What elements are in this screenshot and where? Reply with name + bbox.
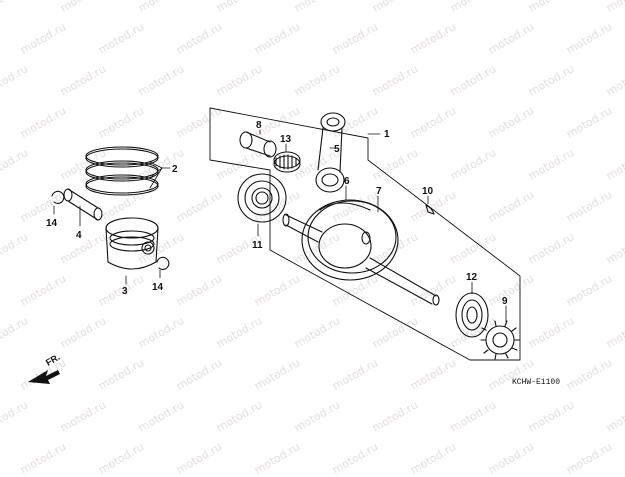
piston — [105, 217, 159, 270]
wrist-pin — [239, 131, 277, 158]
callout-6: 6 — [344, 176, 350, 187]
callout-12: 12 — [466, 272, 478, 283]
crankshaft — [282, 199, 440, 306]
connecting-rod — [315, 112, 346, 193]
front-arrow-icon — [28, 370, 60, 384]
main-bearing-left — [237, 173, 287, 223]
callout-7: 7 — [376, 186, 382, 197]
piston-clip-left — [51, 190, 65, 204]
callout-14-left: 14 — [46, 218, 58, 229]
needle-bearing — [273, 151, 301, 173]
callout-5: 5 — [334, 144, 340, 155]
piston-rings — [85, 146, 159, 196]
callout-9: 9 — [502, 296, 508, 307]
diagram-code: KCHW-E1100 — [512, 378, 560, 387]
drive-gear — [480, 320, 520, 360]
piston-pin — [63, 188, 103, 221]
callout-4: 4 — [76, 230, 82, 241]
assembly-outline — [209, 107, 521, 361]
callout-10: 10 — [422, 186, 434, 197]
callout-13: 13 — [280, 134, 292, 145]
callout-8: 8 — [256, 120, 262, 131]
woodruff-key — [425, 204, 435, 215]
callout-3: 3 — [122, 286, 128, 297]
callout-1: 1 — [384, 129, 390, 140]
piston-clip-right — [156, 256, 170, 270]
front-label: FR. — [44, 352, 62, 368]
callout-2: 2 — [172, 164, 178, 175]
callout-14-right: 14 — [152, 282, 164, 293]
leader-2 — [149, 161, 171, 189]
main-bearing-right — [455, 292, 489, 338]
callout-11: 11 — [252, 240, 263, 251]
